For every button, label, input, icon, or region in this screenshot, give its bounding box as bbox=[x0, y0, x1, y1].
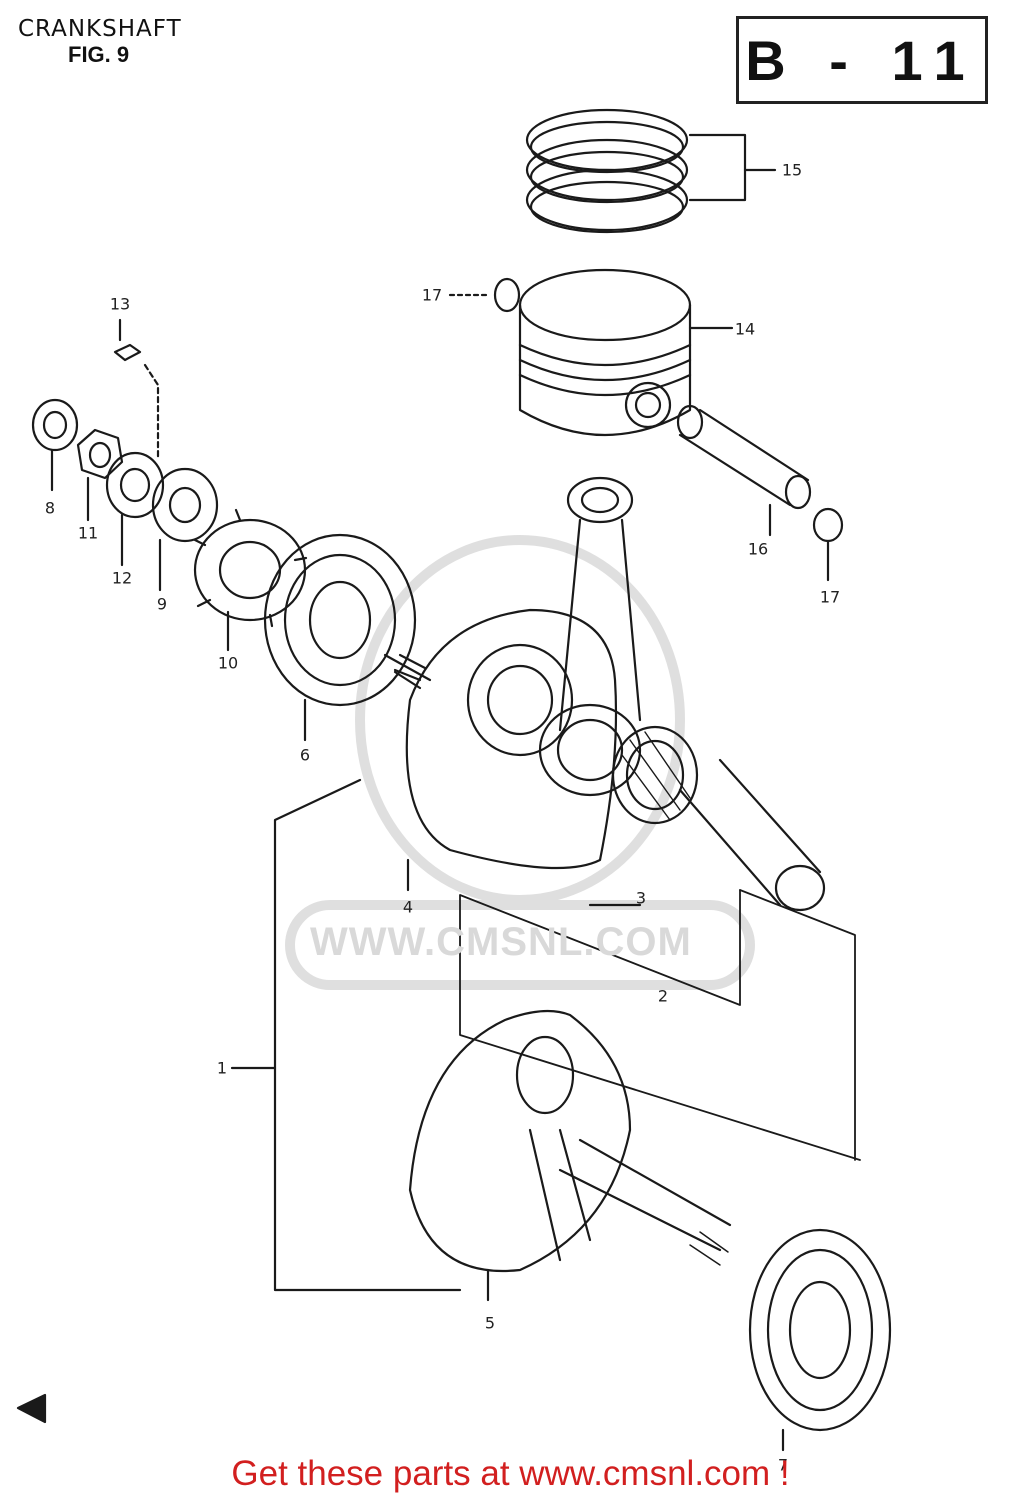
oil-seal bbox=[31, 398, 79, 492]
callout-part-10: 10 bbox=[217, 653, 239, 673]
crank-pin-bracket bbox=[459, 889, 861, 1161]
nut bbox=[76, 428, 124, 522]
left-shaft-stub bbox=[383, 653, 432, 690]
callout-part-3: 3 bbox=[635, 888, 647, 908]
piston-rings bbox=[525, 108, 777, 234]
callout-part-5: 5 bbox=[484, 1313, 496, 1333]
callout-part-9: 9 bbox=[156, 594, 168, 614]
piston-pin bbox=[676, 404, 812, 537]
callout-part-16: 16 bbox=[747, 539, 769, 559]
cam-drive-sprocket bbox=[151, 467, 219, 592]
callout-part-8: 8 bbox=[44, 498, 56, 518]
connecting-rod bbox=[538, 476, 642, 797]
section-code: B - 11 bbox=[736, 16, 988, 104]
watermark-logo bbox=[285, 535, 755, 990]
watermark-text: WWW.CMSNL.COM bbox=[310, 920, 692, 964]
callout-part-17-upper: 17 bbox=[421, 285, 443, 305]
piston bbox=[518, 268, 734, 437]
callout-part-13: 13 bbox=[109, 294, 131, 314]
callout-part-4: 4 bbox=[402, 897, 414, 917]
circlip-upper bbox=[448, 277, 521, 313]
callout-part-1: 1 bbox=[216, 1058, 228, 1078]
figure-number: FIG. 9 bbox=[68, 42, 130, 67]
diagram-title: CRANKSHAFT bbox=[18, 16, 182, 42]
crankshaft-left-half bbox=[393, 608, 618, 892]
primary-drive-gear bbox=[193, 508, 308, 652]
callout-part-2: 2 bbox=[657, 986, 669, 1006]
callout-part-14: 14 bbox=[734, 319, 756, 339]
callout-part-7: 7 bbox=[777, 1455, 789, 1475]
right-main-bearing bbox=[748, 1228, 892, 1452]
assembly-bracket bbox=[230, 778, 462, 1292]
left-main-bearing bbox=[263, 533, 417, 742]
callout-part-11: 11 bbox=[77, 523, 99, 543]
washer bbox=[105, 451, 165, 567]
callout-part-15: 15 bbox=[781, 160, 803, 180]
needle-bearing bbox=[611, 725, 699, 825]
circlip-lower bbox=[812, 507, 844, 582]
woodruff-key bbox=[113, 318, 160, 462]
callout-part-17-lower: 17 bbox=[819, 587, 841, 607]
crankshaft-right-half bbox=[408, 1009, 732, 1302]
front-arrow-icon bbox=[16, 1393, 47, 1424]
crank-pin bbox=[588, 758, 826, 912]
callout-part-6: 6 bbox=[299, 745, 311, 765]
callout-part-12: 12 bbox=[111, 568, 133, 588]
parts-link-banner[interactable]: Get these parts at www.cmsnl.com ! bbox=[231, 1454, 790, 1493]
